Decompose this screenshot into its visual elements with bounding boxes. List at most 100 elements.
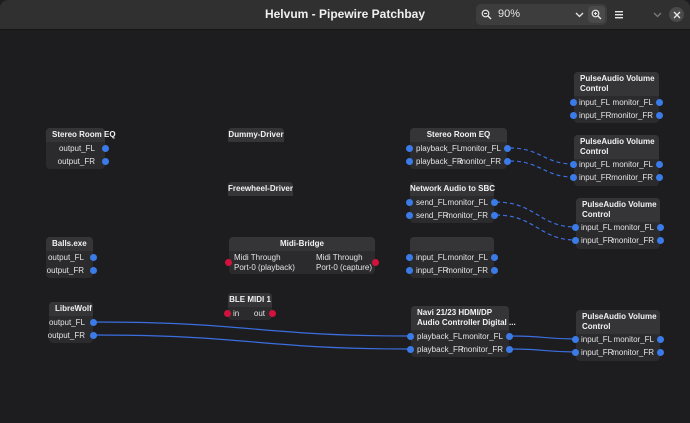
port-label: input_FL: [579, 98, 611, 107]
port-monitor-fl[interactable]: [491, 254, 498, 261]
port-output-fr[interactable]: [90, 267, 97, 274]
zoom-in-button[interactable]: [588, 6, 605, 23]
port-label: output_FR: [46, 266, 84, 275]
node-stereo-room-eq-1[interactable]: Stereo Room EQ output_FL output_FR: [46, 128, 116, 169]
port-label: input_FR: [579, 111, 612, 120]
port-input-fr[interactable]: [570, 112, 577, 119]
port-monitor-fr[interactable]: [506, 346, 513, 353]
port-output-fr[interactable]: [102, 158, 109, 165]
port-playback-fl[interactable]: [407, 333, 414, 340]
link-net-fl-to-pavu3[interactable]: [495, 201, 576, 228]
port-label: monitor_FL: [447, 198, 488, 207]
port-monitor-fr[interactable]: [656, 174, 663, 181]
graph-canvas[interactable]: Stereo Room EQ output_FL output_FR Dummy…: [0, 30, 690, 423]
port-midi-in[interactable]: [225, 259, 232, 266]
node-freewheel-driver[interactable]: Freewheel-Driver: [228, 182, 293, 196]
port-monitor-fr[interactable]: [657, 349, 664, 356]
port-output-fl[interactable]: [90, 254, 97, 261]
port-label: monitor_FR: [612, 348, 654, 357]
port-input-fr[interactable]: [572, 237, 579, 244]
port-monitor-fl[interactable]: [657, 224, 664, 231]
node-title: Midi-Bridge: [229, 237, 375, 251]
node-stereo-room-eq-2[interactable]: Stereo Room EQ playback_FL monitor_FL pl…: [406, 128, 511, 169]
minimize-icon: [653, 12, 662, 17]
port-monitor-fl[interactable]: [657, 336, 664, 343]
node-title-line-1: Navi 21/23 HDMI/DP: [417, 308, 493, 317]
node-title: PulseAudio Volume Control: [574, 72, 659, 96]
node-pulseaudio-volume-control-4[interactable]: PulseAudio Volume Control input_FL monit…: [572, 310, 664, 361]
port-output-fl[interactable]: [102, 145, 109, 152]
link-eq-fr-to-pavu2[interactable]: [509, 160, 574, 178]
port-monitor-fl[interactable]: [656, 99, 663, 106]
port-midi-in[interactable]: [224, 310, 231, 317]
port-send-fl[interactable]: [406, 199, 413, 206]
port-monitor-fl[interactable]: [504, 145, 511, 152]
port-monitor-fl[interactable]: [491, 199, 498, 206]
minimize-button[interactable]: [650, 7, 665, 22]
port-input-fr[interactable]: [572, 349, 579, 356]
port-playback-fr[interactable]: [407, 346, 414, 353]
port-monitor-fl[interactable]: [506, 333, 513, 340]
port-midi-out[interactable]: [269, 310, 276, 317]
port-playback-fr[interactable]: [406, 158, 413, 165]
node-pulseaudio-volume-control-3[interactable]: PulseAudio Volume Control input_FL monit…: [572, 198, 664, 249]
port-monitor-fr[interactable]: [504, 158, 511, 165]
port-label: playback_FL: [416, 144, 462, 153]
port-midi-out[interactable]: [372, 259, 379, 266]
node-title: Navi 21/23 HDMI/DP Audio Controller Digi…: [411, 306, 516, 330]
port-label: send_FR: [416, 211, 449, 220]
port-input-fl[interactable]: [406, 254, 413, 261]
port-output-fr[interactable]: [90, 332, 97, 339]
port-input-fl[interactable]: [570, 99, 577, 106]
main-menu-button[interactable]: [611, 7, 626, 22]
link-navi-fr-to-pavu4[interactable]: [510, 348, 576, 353]
port-input-fr[interactable]: [406, 267, 413, 274]
link-librewolf-fl-to-navi[interactable]: [92, 321, 412, 337]
port-input-fl[interactable]: [572, 224, 579, 231]
zoom-dropdown-button[interactable]: [572, 6, 586, 23]
port-label: input_FR: [581, 236, 614, 245]
node-title: Stereo Room EQ: [46, 128, 116, 142]
port-input-fr[interactable]: [570, 174, 577, 181]
zoom-out-icon: [481, 9, 492, 20]
port-monitor-fr[interactable]: [656, 112, 663, 119]
node-unnamed[interactable]: input_FL monitor_FL input_FR monitor_FR: [406, 237, 498, 278]
port-input-fl[interactable]: [570, 161, 577, 168]
port-monitor-fl[interactable]: [656, 161, 663, 168]
port-label: monitor_FL: [612, 98, 653, 107]
zoom-control: 90%: [476, 4, 607, 25]
link-net-fr-to-pavu3[interactable]: [495, 214, 576, 241]
port-label: send_FL: [416, 198, 448, 207]
node-title: [410, 237, 494, 251]
zoom-out-button[interactable]: [478, 6, 495, 23]
node-title: LibreWolf: [49, 302, 93, 316]
node-balls-exe[interactable]: Balls.exe output_FL output_FR: [46, 237, 97, 278]
zoom-value[interactable]: 90%: [498, 8, 521, 20]
close-button[interactable]: [669, 7, 684, 22]
node-ble-midi-1[interactable]: BLE MIDI 1 in out: [224, 293, 276, 320]
port-monitor-fr[interactable]: [657, 237, 664, 244]
node-title: Balls.exe: [46, 237, 93, 251]
port-label: monitor_FR: [446, 211, 488, 220]
node-pulseaudio-volume-control-1[interactable]: PulseAudio Volume Control input_FL monit…: [570, 72, 663, 123]
link-navi-fl-to-pavu4[interactable]: [510, 335, 576, 340]
node-navi-hdmi-audio[interactable]: Navi 21/23 HDMI/DP Audio Controller Digi…: [407, 306, 516, 357]
port-send-fr[interactable]: [406, 212, 413, 219]
node-dummy-driver[interactable]: Dummy-Driver: [228, 128, 284, 142]
port-label: out: [253, 309, 265, 318]
link-eq-fl-to-pavu2[interactable]: [509, 147, 574, 165]
node-network-audio-to-sbc[interactable]: Network Audio to SBC send_FL monitor_FL …: [406, 182, 498, 223]
link-librewolf-fr-to-navi[interactable]: [92, 334, 412, 350]
port-monitor-fr[interactable]: [491, 212, 498, 219]
port-playback-fl[interactable]: [406, 145, 413, 152]
port-label: output_FL: [48, 318, 85, 327]
port-input-fl[interactable]: [572, 336, 579, 343]
port-label: input_FR: [581, 348, 614, 357]
node-pulseaudio-volume-control-2[interactable]: PulseAudio Volume Control input_FL monit…: [570, 135, 663, 186]
port-label: playback_FR: [417, 345, 464, 354]
port-output-fl[interactable]: [90, 319, 97, 326]
port-label: input_FR: [579, 173, 612, 182]
port-monitor-fr[interactable]: [491, 267, 498, 274]
node-midi-bridge[interactable]: Midi-Bridge Midi Through Port-0 (playbac…: [225, 237, 379, 274]
node-librewolf[interactable]: LibreWolf output_FL output_FR: [48, 302, 97, 343]
